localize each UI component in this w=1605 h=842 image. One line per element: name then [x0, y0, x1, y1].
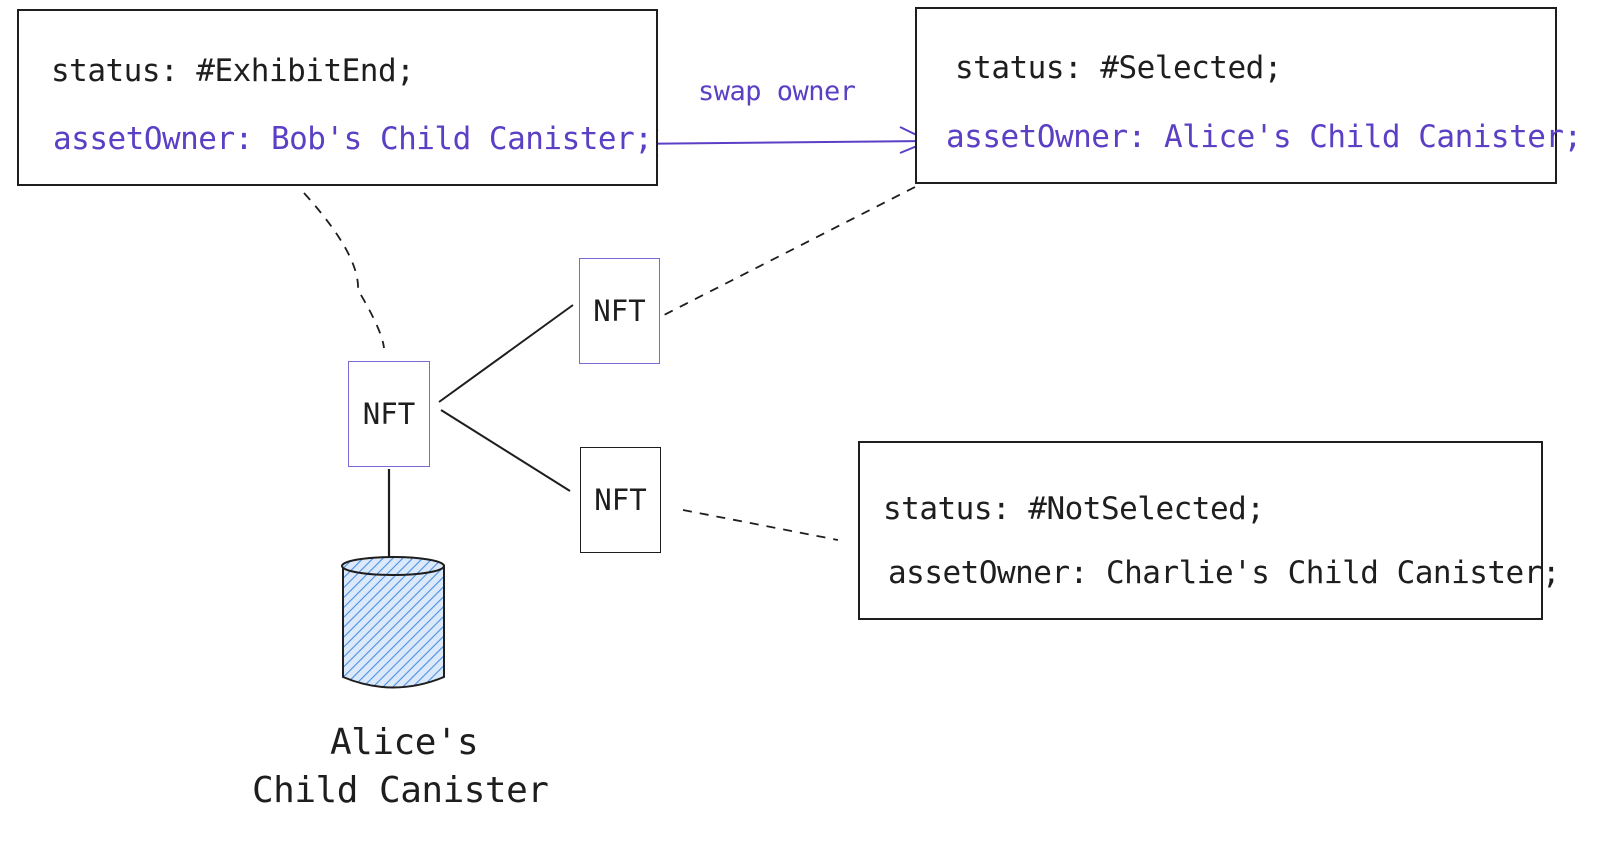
swap-owner-arrow: [625, 126, 932, 157]
status-box-alice: status: #Selected; assetOwner: Alice's C…: [915, 7, 1582, 184]
charlie-status-text: status: #NotSelected;: [883, 491, 1265, 527]
nft-label: NFT: [594, 483, 647, 517]
canister-label-line2: Child Canister: [252, 770, 549, 811]
nft-label: NFT: [362, 397, 416, 431]
database-cylinder-icon: [341, 556, 445, 689]
charlie-owner-text: assetOwner: Charlie's Child Canister;: [888, 555, 1561, 591]
status-box-bob: status: #ExhibitEnd; assetOwner: Bob's C…: [17, 9, 658, 186]
bob-status-text: status: #ExhibitEnd;: [51, 53, 415, 89]
nft-box-top: NFT: [579, 258, 660, 364]
status-box-charlie: status: #NotSelected; assetOwner: Charli…: [858, 441, 1561, 620]
canister-label-line1: Alice's: [330, 722, 479, 763]
solid-link-bottom-nft: [440, 409, 571, 492]
alice-owner-text: assetOwner: Alice's Child Canister;: [946, 119, 1582, 155]
swap-owner-label: swap owner: [698, 76, 856, 107]
dashed-link-charlie: [682, 509, 839, 541]
solid-link-top-nft: [438, 304, 574, 403]
nft-box-center: NFT: [348, 361, 430, 467]
dashed-link-alice: [661, 186, 916, 317]
dashed-link-bob: [303, 192, 385, 349]
nft-box-bottom: NFT: [580, 447, 661, 553]
bob-owner-text: assetOwner: Bob's Child Canister;: [53, 121, 653, 157]
alice-status-text: status: #Selected;: [955, 50, 1282, 86]
nft-label: NFT: [593, 294, 646, 328]
